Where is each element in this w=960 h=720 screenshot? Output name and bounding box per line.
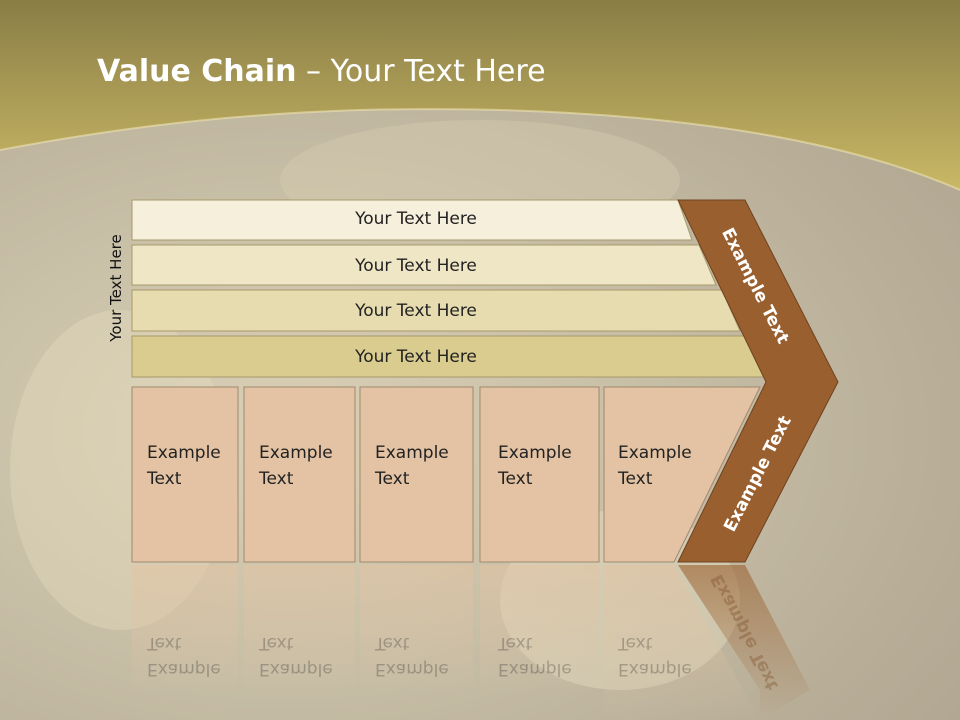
row-label-1: Your Text Here: [355, 209, 477, 229]
row-bar-3: [131, 289, 741, 332]
chevron-arrow: [677, 199, 839, 563]
reflection: [132, 565, 810, 720]
column-box-1: [131, 386, 239, 563]
row-label-3: Your Text Here: [355, 301, 477, 321]
column-box-4: [479, 386, 600, 563]
column-box-5: [603, 386, 761, 563]
row-bar-1: [131, 199, 693, 241]
column-box-3: [359, 386, 474, 563]
row-label-4: Your Text Here: [355, 347, 477, 367]
column-box-2: [243, 386, 356, 563]
header-band: [0, 0, 960, 190]
slide-title: Value Chain – Your Text Here: [97, 54, 546, 89]
row-label-2: Your Text Here: [355, 256, 477, 276]
row-bar-2: [131, 244, 717, 286]
